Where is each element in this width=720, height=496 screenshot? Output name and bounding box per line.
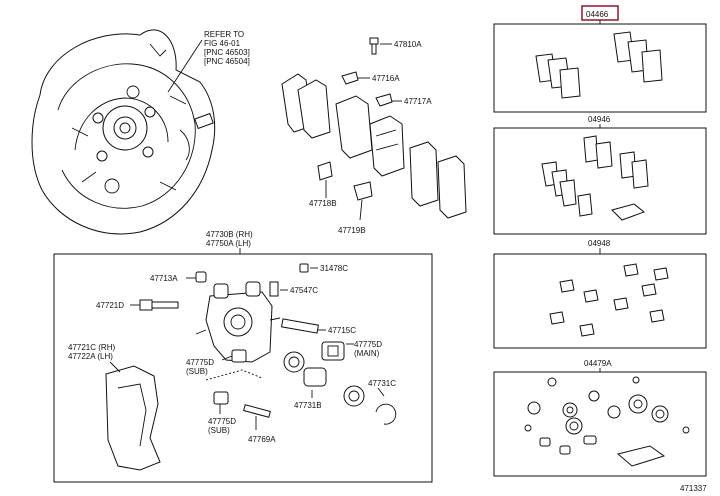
caliper-parts: 47713A 31478C 47547C 47721D 47715C 47775…	[68, 263, 396, 471]
label-47716A: 47716A	[372, 74, 400, 83]
label-47769A: 47769A	[248, 435, 276, 444]
kit-04466: 04466	[493, 5, 707, 113]
label-47722A: 47722A (LH)	[68, 352, 113, 361]
label-47547C: 47547C	[290, 286, 318, 295]
label-47713A: 47713A	[150, 274, 178, 283]
kit-04466-code: 04466	[586, 10, 609, 19]
refer-note: REFER TO FIG 46-01 [PNC 46503] [PNC 4650…	[167, 30, 250, 93]
backing-plate	[31, 29, 216, 235]
figure-number: 471337	[680, 484, 707, 493]
kit-04948-frame	[493, 253, 707, 349]
label-47719B: 47719B	[338, 226, 366, 235]
label-47718B: 47718B	[309, 199, 337, 208]
label-47730B: 47730B (RH)	[206, 230, 253, 239]
label-47717A: 47717A	[404, 97, 432, 106]
caliper-assembly-frame	[53, 253, 433, 483]
label-47810A: 47810A	[394, 40, 422, 49]
label-31478C: 31478C	[320, 264, 348, 273]
kit-04948: 04948	[493, 239, 707, 349]
label-47775D-sub1: 47775D	[186, 358, 214, 367]
kit-04466-frame	[493, 23, 707, 113]
refer-note-line-2: FIG 46-01	[204, 39, 241, 48]
kit-04948-code: 04948	[588, 239, 611, 248]
label-main: (MAIN)	[354, 349, 380, 358]
label-47721D: 47721D	[96, 301, 124, 310]
kit-04479A-frame	[493, 371, 707, 477]
label-47775D-main: 47775D	[354, 340, 382, 349]
label-47731C: 47731C	[368, 379, 396, 388]
kit-04946-frame	[493, 127, 707, 235]
label-47721C: 47721C (RH)	[68, 343, 115, 352]
label-sub1: (SUB)	[186, 367, 208, 376]
label-sub2: (SUB)	[208, 426, 230, 435]
label-47775D-sub2: 47775D	[208, 417, 236, 426]
kit-04946: 04946	[493, 115, 707, 235]
kit-04479A-code: 04479A	[584, 359, 612, 368]
refer-note-line-3: [PNC 46503]	[204, 48, 250, 57]
refer-note-line-4: [PNC 46504]	[204, 57, 250, 66]
kit-04479A: 04479A	[493, 359, 707, 477]
bolt-47810A: 47810A	[369, 37, 422, 55]
refer-note-line-1: REFER TO	[204, 30, 244, 39]
label-47750A: 47750A (LH)	[206, 239, 251, 248]
label-47731B: 47731B	[294, 401, 322, 410]
pad-shim-set: 47716A 47717A 47718B 47719B	[281, 71, 467, 235]
label-47715C: 47715C	[328, 326, 356, 335]
kit-04946-code: 04946	[588, 115, 611, 124]
